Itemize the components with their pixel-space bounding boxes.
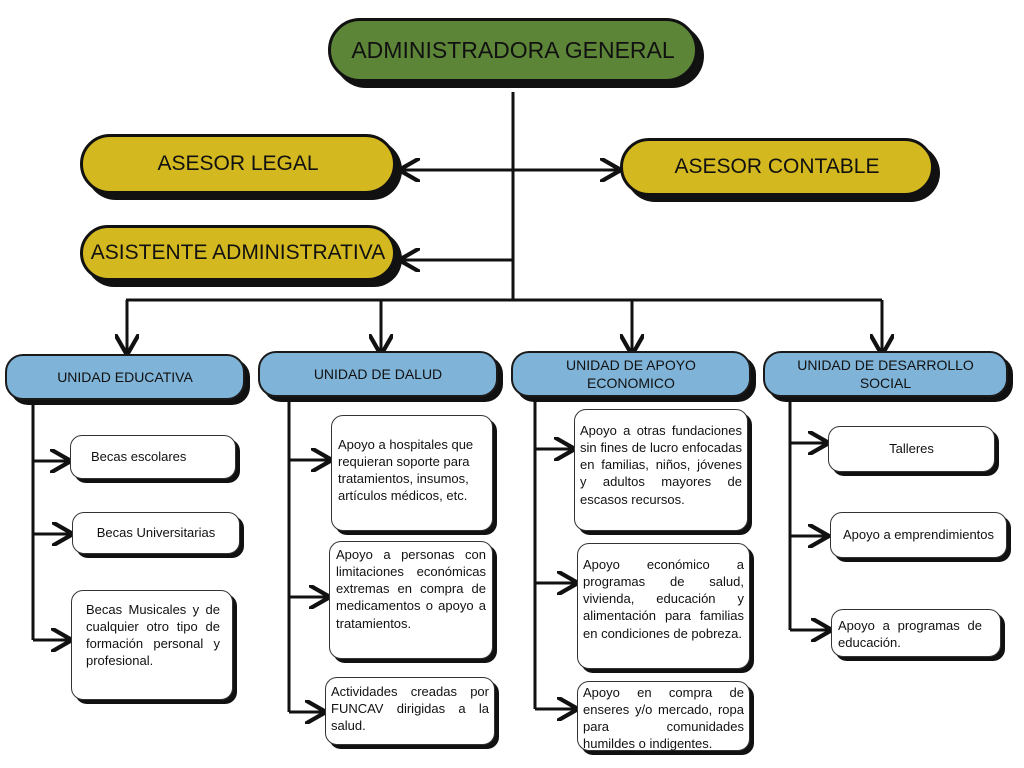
- unit-label: UNIDAD DE DESARROLLO SOCIAL: [797, 356, 974, 391]
- node-label: ASISTENTE ADMINISTRATIVA: [90, 241, 386, 264]
- item-apoyo-personas: Apoyo a personas con limitaciones económ…: [329, 541, 493, 659]
- item-talleres: Talleres: [828, 426, 995, 472]
- node-administradora-general: ADMINISTRADORA GENERAL: [328, 18, 698, 82]
- node-asesor-legal: ASESOR LEGAL: [80, 134, 396, 194]
- unit-desarrollo-social: UNIDAD DE DESARROLLO SOCIAL: [763, 351, 1008, 397]
- unit-educativa: UNIDAD EDUCATIVA: [5, 354, 245, 400]
- item-text: Apoyo económico a programas de salud, vi…: [583, 557, 744, 641]
- unit-apoyo-economico: UNIDAD DE APOYO ECONOMICO: [511, 351, 751, 397]
- unit-label: UNIDAD DE DALUD: [313, 365, 443, 382]
- node-label: ASESOR LEGAL: [157, 152, 319, 175]
- item-apoyo-programas-educacion: Apoyo a programas de educación.: [831, 609, 1001, 657]
- item-becas-universitarias: Becas Universitarias: [72, 512, 240, 554]
- item-apoyo-emprendimientos: Apoyo a emprendimientos: [830, 512, 1007, 558]
- item-becas-musicales: Becas Musicales y de cualquier otro tipo…: [71, 590, 233, 700]
- item-text: Apoyo a personas con limitaciones económ…: [336, 547, 486, 631]
- item-apoyo-enseres: Apoyo en compra de enseres y/o mercado, …: [577, 681, 750, 751]
- item-apoyo-hospitales: Apoyo a hospitales que requieran soporte…: [331, 415, 493, 531]
- item-text: Becas Universitarias: [96, 525, 216, 541]
- item-text: Apoyo a otras fundaciones sin fines de l…: [580, 423, 742, 507]
- node-asistente-administrativa: ASISTENTE ADMINISTRATIVA: [80, 225, 396, 281]
- item-text: Apoyo a hospitales que requieran soporte…: [338, 437, 474, 504]
- item-text: Apoyo a programas de educación.: [838, 618, 982, 651]
- node-label: ADMINISTRADORA GENERAL: [351, 36, 675, 63]
- unit-label: UNIDAD EDUCATIVA: [57, 368, 193, 385]
- node-asesor-contable: ASESOR CONTABLE: [620, 138, 934, 196]
- item-text: Becas Musicales y de cualquier otro tipo…: [86, 602, 220, 669]
- item-text: Becas escolares: [91, 449, 187, 465]
- item-text: Apoyo en compra de enseres y/o mercado, …: [583, 685, 744, 752]
- unit-label: UNIDAD DE APOYO ECONOMICO: [566, 356, 696, 391]
- item-text: Apoyo a emprendimientos: [842, 527, 995, 543]
- unit-salud: UNIDAD DE DALUD: [258, 351, 498, 397]
- item-text: Talleres: [889, 441, 934, 457]
- node-label: ASESOR CONTABLE: [674, 155, 880, 178]
- item-actividades-funcav: Actividades creadas por FUNCAV dirigidas…: [325, 677, 495, 745]
- item-apoyo-economico-programas: Apoyo económico a programas de salud, vi…: [577, 543, 750, 669]
- item-text: Actividades creadas por FUNCAV dirigidas…: [331, 684, 489, 734]
- item-apoyo-fundaciones: Apoyo a otras fundaciones sin fines de l…: [574, 409, 748, 531]
- item-becas-escolares: Becas escolares: [70, 435, 236, 479]
